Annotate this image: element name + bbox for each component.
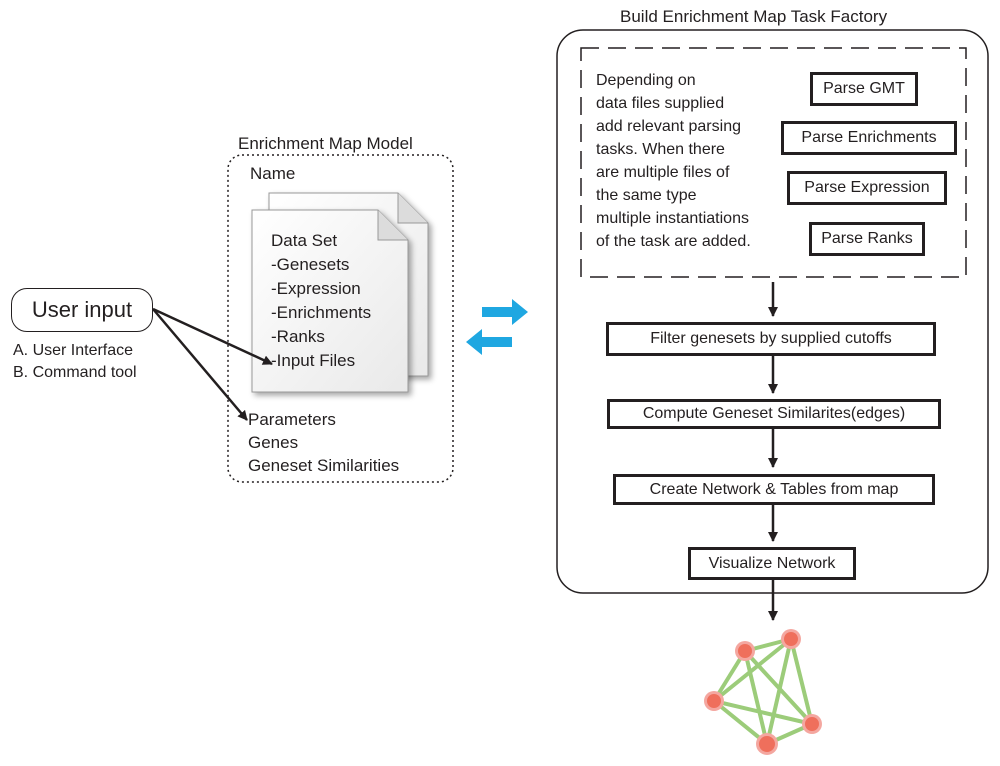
model-extra-line: Parameters	[248, 410, 336, 429]
dataset-list: Data Set -Genesets -Expression -Enrichme…	[271, 229, 371, 373]
dataset-line: -Ranks	[271, 327, 325, 346]
user-input-box: User input	[11, 288, 153, 332]
compute-similarities-box: Compute Geneset Similarites(edges)	[607, 399, 941, 429]
arrow-to-input-files	[152, 307, 273, 366]
parsing-region	[580, 47, 967, 278]
dataset-line: -Input Files	[271, 351, 356, 370]
arrow-to-parameters	[152, 308, 248, 421]
parse-ranks-box: Parse Ranks	[809, 222, 925, 256]
note-line: multiple instantiations	[596, 210, 749, 227]
filter-genesets-box: Filter genesets by supplied cutoffs	[606, 322, 936, 356]
exchange-arrows-icon	[466, 299, 528, 355]
parse-gmt-box: Parse GMT	[810, 72, 918, 106]
document-stack-icon	[251, 192, 429, 393]
create-network-box: Create Network & Tables from map	[613, 474, 935, 505]
dataset-line: -Enrichments	[271, 303, 372, 322]
dataset-line: Data Set	[271, 231, 338, 250]
factory-title: Build Enrichment Map Task Factory	[620, 7, 888, 26]
note-line: Depending on	[596, 72, 696, 89]
user-option: A. User Interface	[13, 342, 134, 359]
user-option: B. Command tool	[13, 364, 137, 381]
note-line: of the task are added.	[596, 233, 751, 250]
dataset-line: -Expression	[271, 279, 361, 298]
visualize-network-box: Visualize Network	[688, 547, 856, 580]
note-line: data files supplied	[596, 95, 725, 112]
note-line: tasks. When there	[596, 141, 725, 158]
model-name: Name	[250, 164, 296, 183]
model-title: Enrichment Map Model	[238, 134, 413, 153]
note-line: the same type	[596, 187, 697, 204]
note-line: are multiple files of	[596, 164, 730, 181]
model-extra-line: Geneset Similarities	[248, 456, 400, 475]
dataset-line: -Genesets	[271, 255, 350, 274]
note-line: add relevant parsing	[596, 118, 741, 135]
network-icon	[704, 629, 822, 755]
parse-enrichments-box: Parse Enrichments	[781, 121, 957, 155]
parsing-note: Depending on data files supplied add rel…	[596, 69, 751, 253]
parse-expression-box: Parse Expression	[787, 171, 947, 205]
model-extra-line: Genes	[248, 433, 299, 452]
model-extra-list: Parameters Genes Geneset Similarities	[248, 408, 399, 477]
user-options: A. User Interface B. Command tool	[13, 340, 137, 384]
